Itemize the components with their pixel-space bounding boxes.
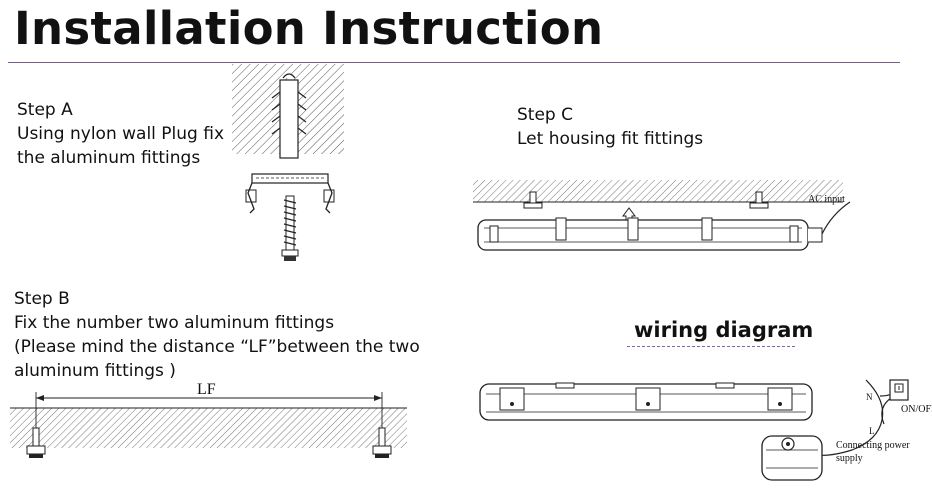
live-label: L [869,426,875,436]
connecting-power-line2: supply [836,453,863,464]
step-c-line1: Let housing fit fittings [517,129,704,149]
ceiling-fitting-right [749,191,769,209]
housing-wiring [479,382,813,421]
screw-icon [281,195,299,261]
title-divider [8,62,900,63]
power-connector-icon [761,435,823,481]
page-title: Installation Instruction [14,2,604,55]
ceiling-fitting-left [523,191,543,209]
on-off-label: ON/OFF [901,404,932,415]
step-b-text: Step B Fix the number two aluminum fitti… [14,287,420,383]
lf-label: LF [197,381,216,398]
ac-input-label: AC input [808,194,845,205]
housing-step-c [477,201,851,251]
step-b-line3: aluminum fittings ) [14,361,176,381]
fitting-left-step-b [26,427,46,458]
wiring-diagram-title: wiring diagram [634,318,814,342]
aluminum-fitting-icon [245,173,335,214]
on-off-switch-icon [889,379,909,401]
step-a-heading: Step A [17,100,73,120]
ceiling-step-b [10,407,407,448]
step-b-line2: (Please mind the distance “LF”between th… [14,337,420,357]
ceiling-step-c [473,180,843,203]
step-a-line2: the aluminum fittings [17,148,201,168]
connecting-power-line1: Connecting power [836,440,910,451]
step-b-heading: Step B [14,289,70,309]
step-c-text: Step C Let housing fit fittings [517,103,703,151]
wall-plug-icon [271,73,307,159]
fitting-right-step-b [372,427,392,458]
step-c-heading: Step C [517,105,573,125]
wiring-title-underline [627,346,795,347]
step-b-line1: Fix the number two aluminum fittings [14,313,335,333]
neutral-label: N [866,392,873,402]
lf-dimension [35,392,383,430]
step-a-text: Step A Using nylon wall Plug fix the alu… [17,98,224,170]
step-a-line1: Using nylon wall Plug fix [17,124,225,144]
